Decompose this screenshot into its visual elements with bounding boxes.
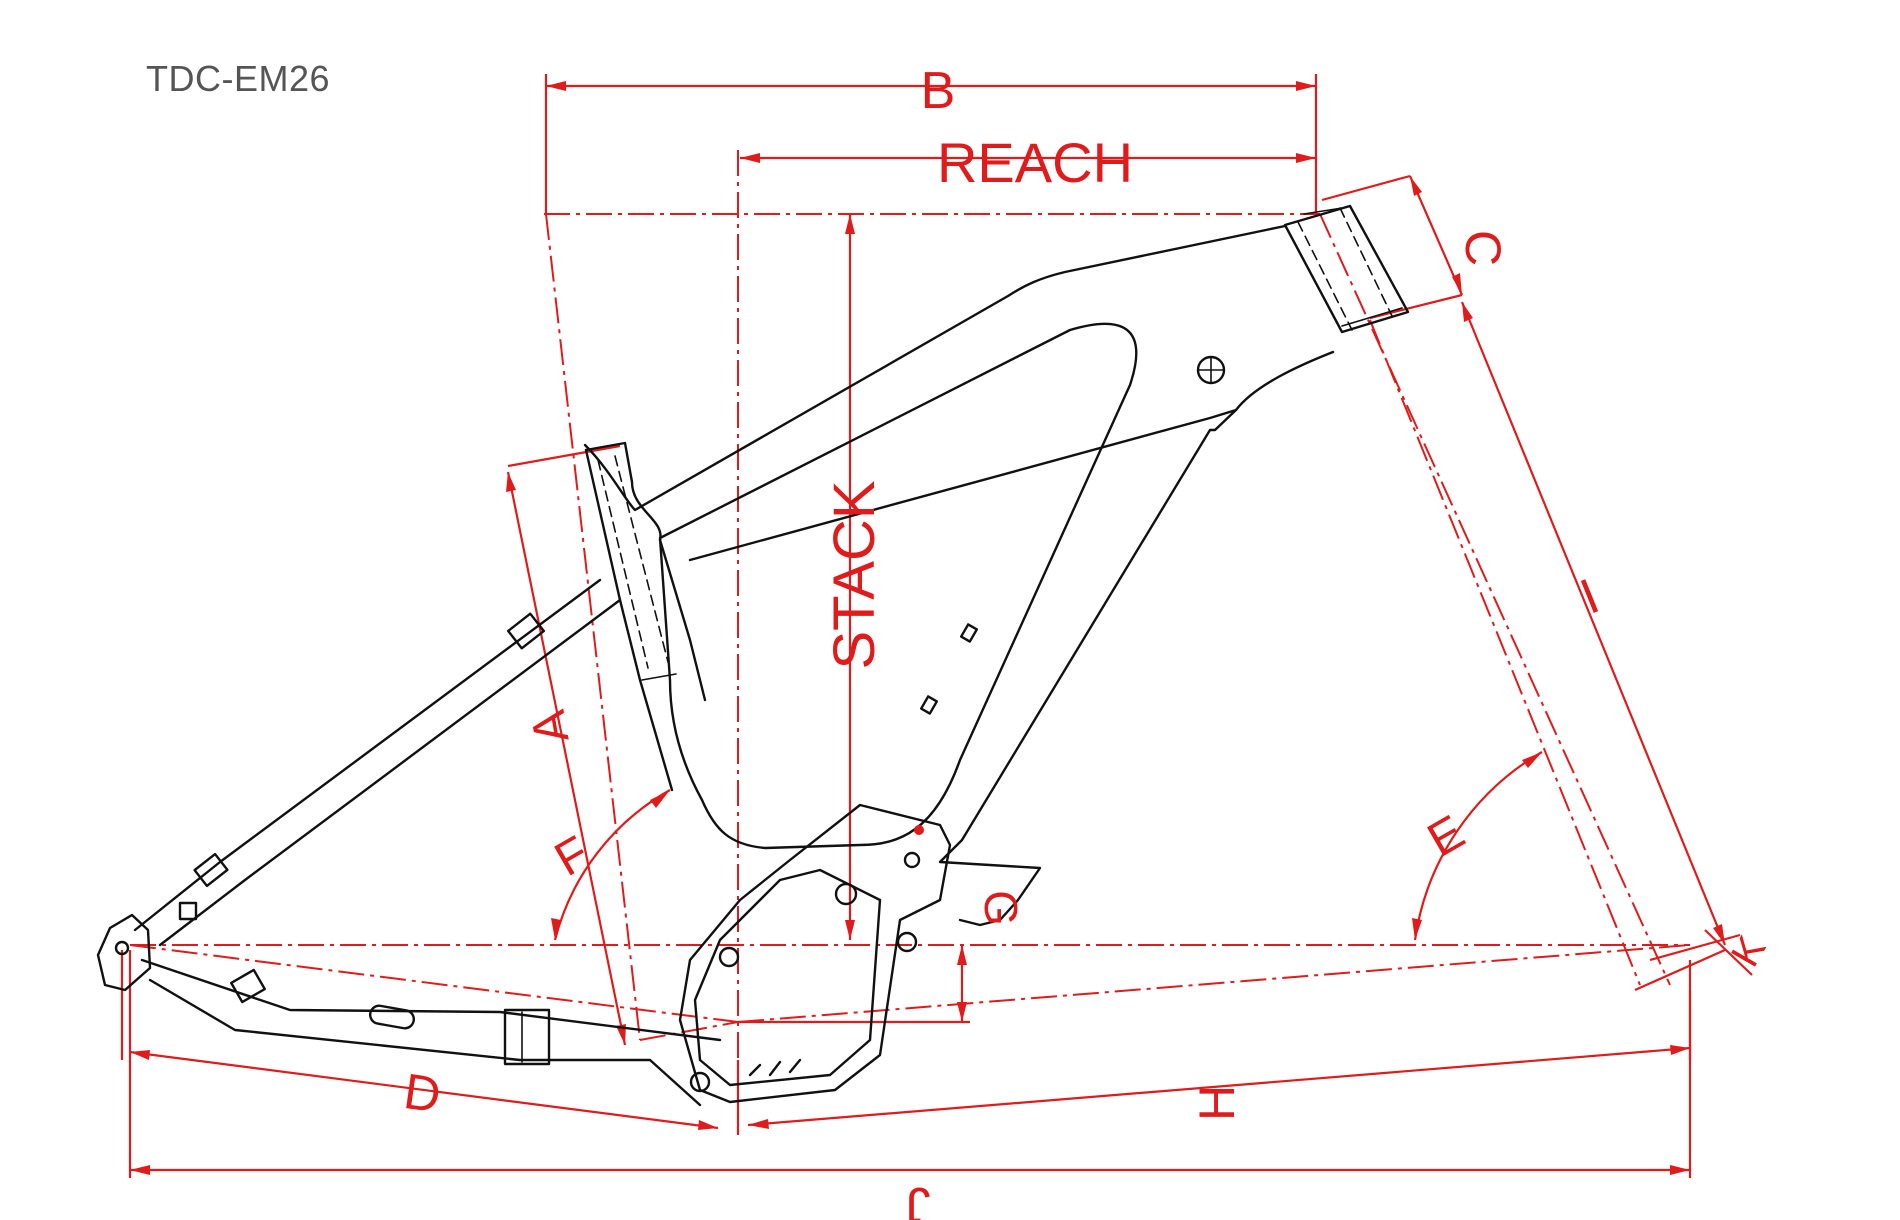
head-tube-bottom [1341,307,1403,327]
dimension-lines [120,74,1753,1178]
label-reach: REACH [937,131,1133,194]
label-d: D [401,1063,445,1123]
seat-tube-dash-2 [614,455,669,663]
label-e: E [1419,806,1473,868]
d-arrow-right [698,1120,718,1130]
seat-tube-insert [641,673,677,681]
red-dot-marker [914,825,924,835]
c-dim-line [1408,175,1464,296]
label-h: H [1189,1085,1245,1121]
e-arrow-top [1522,752,1542,768]
g-arrow-bottom [957,1002,967,1022]
i-arrow-top [1462,302,1473,322]
bottle-boss-1 [959,623,979,643]
rear-axle [114,940,130,956]
a-ext-top [507,444,621,468]
i-dim-line [1460,301,1727,946]
model-name: TDC-EM26 [146,58,331,99]
motor-bolt-2 [903,851,921,869]
j-arrow-left [130,1165,150,1175]
chainstay-lower [148,978,702,1107]
motor-mount-outer [678,803,952,1104]
h-arrow-right [1670,1045,1690,1055]
chainstay-yoke [503,1008,551,1066]
stack-arrow-top [845,214,855,234]
rear-pivot [178,901,198,921]
label-g: G [975,890,1027,926]
brake-mount [230,968,266,1004]
b-arrow-left [546,81,566,91]
c-ext-bottom [1369,293,1463,320]
reach-arrow-right [1296,153,1316,163]
motor-bolt-1 [834,882,858,906]
label-j: J [906,1177,931,1220]
c-arrow-bottom [1452,273,1462,295]
c-arrow-top [1410,176,1422,196]
seat-stay-brace [193,852,229,888]
seat-stay-bridge [506,612,546,650]
d-dim-line [129,1050,719,1130]
label-k: K [1723,929,1775,974]
front-center-line [737,944,1691,1023]
a-arrow-top [506,472,516,492]
rear-dropout [96,913,152,992]
g-arrow-top [957,945,967,965]
fork-axis [1369,319,1641,986]
top-tube-lower-edge [688,350,1335,562]
bottle-boss-2 [919,695,939,715]
seat-tube-right [584,441,707,702]
frame-outline [96,204,1410,1107]
motor-bolt-4 [718,946,740,968]
k-line-1 [1634,948,1726,992]
chainstay-slot [368,1004,416,1030]
k-line-3 [1704,929,1753,976]
reach-arrow-left [740,153,760,163]
f-arrow-bottom [551,918,561,940]
seat-stay-upper [133,578,602,932]
seat-tube-left [584,448,674,792]
head-tube-dash-2 [1339,207,1393,317]
chainstay-upper [140,958,722,1042]
f-angle-arc [553,789,671,941]
label-i: I [1573,568,1607,625]
motor-bolt-5 [689,1071,711,1093]
a-dim-line [506,471,627,1046]
label-stack: STACK [822,480,887,669]
h-dim-line [747,1046,1691,1127]
a-arrow-bottom [616,1024,626,1045]
dimension-labels: B REACH STACK C I A F E G D H J K [401,62,1775,1220]
seat-angle-line [545,213,641,1041]
label-c: C [1455,230,1511,266]
head-tube-dash-1 [1297,221,1353,331]
bb-link-line [639,1021,739,1041]
down-tube-outer [938,408,1238,927]
k-line-2 [1649,933,1741,962]
motor-bolt-3 [896,931,918,953]
e-angle-arc [1413,751,1543,941]
e-arrow-bottom [1412,918,1422,940]
head-tube [1283,204,1410,334]
chainstay-line [129,944,739,1023]
head-tube-axis [1319,213,1671,986]
seat-tube-dash-1 [597,459,649,669]
seat-stay-lower [158,598,622,947]
c-ext-top [1321,174,1411,202]
j-arrow-right [1670,1165,1690,1175]
stack-arrow-bottom [845,920,855,940]
front-triangle-cutout [658,322,1138,850]
head-tube-cap [1303,207,1343,215]
motor-vents [748,1058,802,1077]
label-b: B [921,62,956,120]
b-arrow-right [1296,81,1316,91]
top-tube-upper [583,224,1287,512]
label-a: A [522,706,580,747]
h-arrow-left [748,1119,769,1129]
d-arrow-left [130,1050,150,1060]
f-arrow-top [650,790,670,808]
